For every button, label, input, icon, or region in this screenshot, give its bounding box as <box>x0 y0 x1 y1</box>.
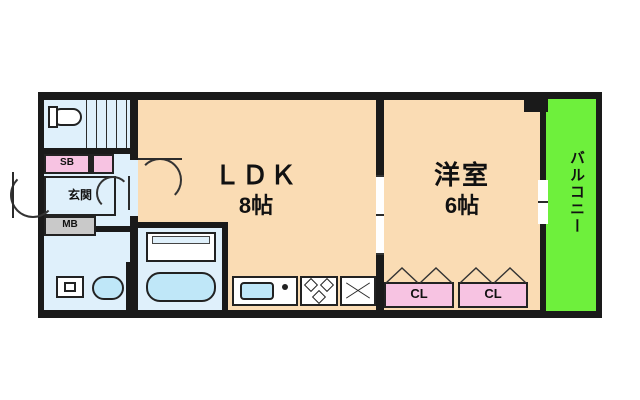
wall-bath-divider <box>130 222 228 228</box>
toilet-hatch-1 <box>86 100 87 148</box>
wall-corner-top-right <box>524 92 548 112</box>
kitchen-sink <box>240 282 274 300</box>
bathtub-left <box>92 276 124 300</box>
sliding-door-line-1 <box>376 214 384 216</box>
ldk-size: 8帖 <box>238 193 274 218</box>
ldk-entry-door-arc <box>138 158 182 202</box>
window-to-balcony-line <box>538 201 548 203</box>
ldk-label: ＬＤＫ <box>213 160 298 190</box>
washbasin-bowl <box>64 282 76 292</box>
corridor-door-leaf <box>128 176 130 210</box>
toilet-hatch-5 <box>126 100 127 148</box>
toilet-hatch-3 <box>106 100 107 148</box>
sb-label: SB <box>60 157 74 168</box>
sb-divider <box>90 154 92 174</box>
balcony-floor <box>546 98 602 312</box>
washitsu-label: 洋室 <box>433 160 490 190</box>
closet-door-marks <box>385 267 527 284</box>
wall-wash-divider <box>126 262 132 310</box>
wall-bath-right <box>222 222 228 310</box>
entrance-door-arc <box>10 172 56 218</box>
balcony-wall-right <box>596 92 602 318</box>
toilet-tank <box>48 106 58 128</box>
shoe-box-sb <box>44 154 90 174</box>
mb-label: MB <box>62 219 78 230</box>
wall-bottom <box>38 308 548 318</box>
wall-entry-ldk-2 <box>130 216 138 310</box>
entrance-label: 玄関 <box>67 188 92 202</box>
wall-wc-top <box>44 148 138 154</box>
closet-1-label: CL <box>410 286 428 301</box>
toilet-hatch-2 <box>96 100 97 148</box>
corridor-door-arc <box>96 176 130 210</box>
balcony-wall-bottom <box>540 311 602 318</box>
wall-between-ldk-and-washitsu <box>376 100 384 175</box>
washitsu-size: 6帖 <box>444 193 480 218</box>
balcony-wall-top <box>540 92 602 99</box>
closet-2 <box>458 282 528 308</box>
ldk-entry-door-leaf <box>138 158 182 160</box>
wall-entry-ldk <box>130 100 138 160</box>
toilet-hatch-4 <box>116 100 117 148</box>
kitchen-faucet <box>282 284 288 290</box>
balcony-label: バルコニー <box>568 150 585 235</box>
entrance-door-leaf <box>12 172 14 218</box>
closet-2-label: CL <box>484 286 502 301</box>
meter-box-mb <box>44 216 96 236</box>
wall-top <box>38 92 548 102</box>
meter-box-upper <box>92 154 114 174</box>
bath-vanity-mirror <box>152 236 210 244</box>
closet-1 <box>384 282 454 308</box>
bathtub-main <box>146 272 216 302</box>
wall-between-ldk-and-washitsu-lower <box>376 255 384 310</box>
